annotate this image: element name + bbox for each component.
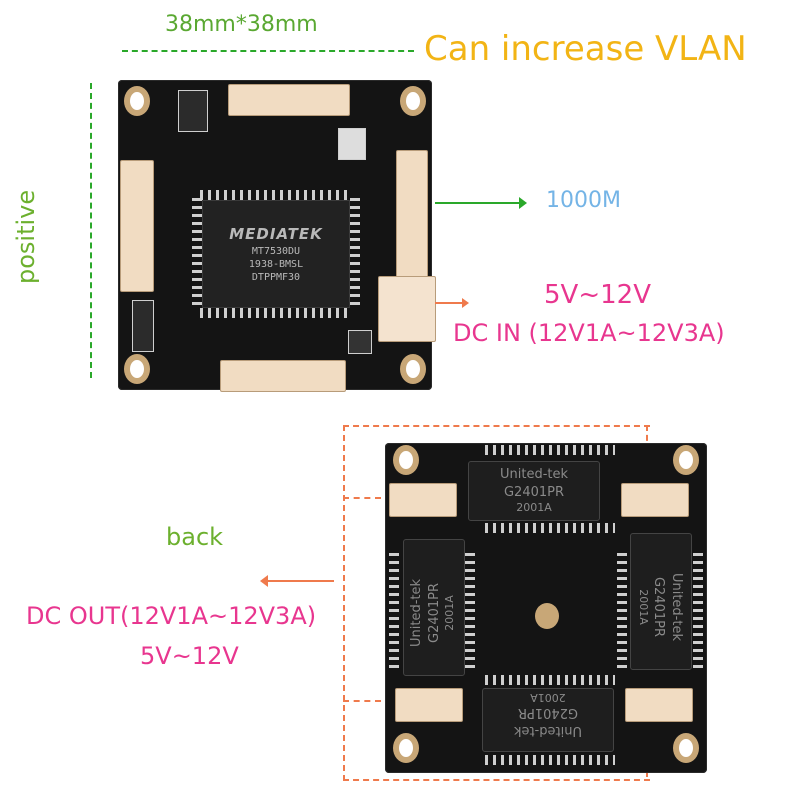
mount-hole	[673, 445, 699, 475]
mount-hole	[393, 733, 419, 763]
bottom-ethernet-connector	[220, 360, 346, 392]
back-pcb-board: United-tek G2401PR 2001A United-tek G240…	[385, 443, 707, 773]
chip-pins-top	[200, 190, 350, 200]
xfmr-brand: United-tek	[499, 467, 569, 482]
xfmr-code: 2001A	[516, 501, 552, 515]
chip-line2: 1938-BMSL	[248, 259, 304, 270]
positive-side-label: positive	[12, 189, 40, 284]
xfmr-pins	[693, 553, 703, 673]
transformer-right: United-tek G2401PR 2001A	[630, 533, 692, 670]
mount-hole	[400, 354, 426, 384]
xfmr-label-rotated: United-tek G2401PR 2001A	[408, 548, 458, 678]
xfmr-label-rotated: United-tek G2401PR 2001A	[635, 542, 685, 672]
chip-model: MT7530DU	[251, 246, 301, 257]
xfmr-pins	[389, 553, 399, 673]
xfmr-code: 2001A	[636, 589, 650, 625]
back-side-label: back	[166, 523, 224, 551]
dc-in-arrow-head	[462, 298, 469, 308]
smd-component	[178, 90, 208, 132]
dc-in-voltage: 5V~12V	[544, 280, 651, 310]
dc-out-voltage: 5V~12V	[140, 642, 239, 670]
smd-component	[132, 300, 154, 352]
xfmr-pins	[485, 523, 615, 533]
inductor-component	[348, 330, 372, 354]
xfmr-pins	[617, 553, 627, 673]
dc-in-label: DC IN (12V1A~12V3A)	[453, 319, 725, 347]
transformer-left: United-tek G2401PR 2001A	[403, 539, 465, 676]
width-dimension-line	[122, 50, 414, 52]
poe-connector-top-left	[389, 483, 457, 517]
transformer-bottom: United-tek G2401PR 2001A	[482, 688, 614, 752]
height-dimension-line	[90, 83, 92, 378]
xfmr-pins	[485, 445, 615, 455]
dc-out-label: DC OUT(12V1A~12V3A)	[26, 602, 317, 630]
right-ethernet-connector	[396, 150, 428, 282]
vlan-feature-label: Can increase VLAN	[424, 29, 747, 69]
dc-in-connector	[378, 276, 436, 342]
xfmr-code: 2001A	[443, 595, 457, 631]
chip-pins-right	[350, 198, 360, 308]
poe-connector-top-right	[621, 483, 689, 517]
dc-out-arrow-head	[260, 575, 268, 587]
xfmr-pins	[485, 675, 615, 685]
bracket-tap	[343, 497, 413, 499]
xfmr-brand: United-tek	[668, 572, 684, 641]
crystal-component	[338, 128, 366, 160]
front-pcb-board: MEDIATEK MT7530DU 1938-BMSL DTPPMF30	[118, 80, 436, 392]
chip-pins-left	[192, 198, 202, 308]
transformer-top: United-tek G2401PR 2001A	[468, 461, 600, 521]
chip-line3: DTPPMF30	[251, 272, 301, 283]
xfmr-model: G2401PR	[426, 582, 442, 643]
switch-chip: MEDIATEK MT7530DU 1938-BMSL DTPPMF30	[202, 200, 350, 308]
xfmr-code: 2001A	[530, 690, 566, 704]
xfmr-pins	[465, 553, 475, 673]
port-arrow	[435, 202, 525, 204]
xfmr-model: G2401PR	[651, 576, 667, 637]
chip-pins-bottom	[200, 308, 350, 318]
mount-hole	[124, 354, 150, 384]
left-ethernet-connector	[120, 160, 154, 292]
chip-brand: MEDIATEK	[229, 225, 323, 243]
top-ethernet-connector	[228, 84, 350, 116]
xfmr-brand: United-tek	[513, 722, 583, 738]
power-bracket	[343, 425, 650, 781]
mount-hole	[673, 733, 699, 763]
mount-hole	[124, 86, 150, 116]
mount-hole	[400, 86, 426, 116]
xfmr-model: G2401PR	[517, 705, 579, 721]
center-mount-hole	[535, 603, 559, 629]
bracket-tap	[343, 700, 413, 702]
xfmr-pins	[485, 755, 615, 765]
xfmr-model: G2401PR	[503, 484, 565, 500]
port-speed-label: 1000M	[546, 188, 621, 213]
port-arrow-head	[519, 197, 527, 209]
poe-connector-bottom-left	[395, 688, 463, 722]
mount-hole	[393, 445, 419, 475]
poe-connector-bottom-right	[625, 688, 693, 722]
xfmr-brand: United-tek	[409, 578, 425, 647]
dc-out-arrow	[266, 580, 334, 582]
dimension-label: 38mm*38mm	[165, 12, 318, 37]
xfmr-label-rotated: United-tek G2401PR 2001A	[483, 689, 613, 743]
dc-in-arrow	[435, 302, 465, 304]
